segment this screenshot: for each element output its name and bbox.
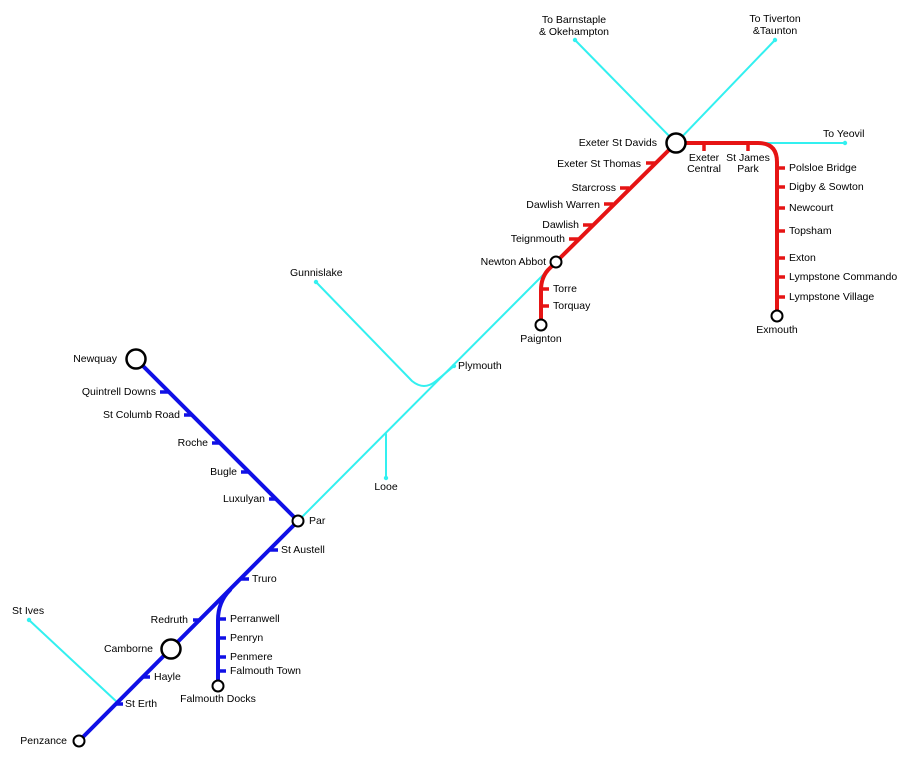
label-perranwell: Perranwell [230, 613, 280, 625]
label-penzance: Penzance [20, 735, 67, 747]
label-hayle: Hayle [154, 671, 181, 683]
endpoint-dot [572, 37, 578, 43]
connection-labels: To Barnstaple & Okehampton To Tiverton &… [12, 13, 864, 617]
line-exeter-to-tiverton[interactable] [675, 39, 776, 144]
devon-lines [539, 141, 785, 327]
label-falmouth-docks: Falmouth Docks [180, 693, 256, 705]
label-newquay: Newquay [73, 353, 118, 365]
label-st-columb-road: St Columb Road [103, 409, 180, 421]
label-roche: Roche [178, 437, 209, 449]
label-dawlish: Dawlish [542, 219, 579, 231]
label-quintrell-downs: Quintrell Downs [82, 386, 156, 398]
label-st-erth: St Erth [125, 698, 157, 710]
label-exton: Exton [789, 252, 816, 264]
endpoint-dot [772, 37, 778, 43]
label-teignmouth: Teignmouth [511, 233, 565, 245]
label-redruth: Redruth [151, 614, 189, 626]
label-paignton: Paignton [520, 333, 562, 345]
line-gunnislake-branch[interactable] [315, 281, 455, 387]
station-ring-penzance[interactable] [72, 734, 86, 748]
cornwall-station-labels: Newquay Quintrell Downs St Columb Road R… [20, 353, 326, 747]
station-ring-paignton[interactable] [534, 318, 548, 332]
label-gunnislake: Gunnislake [290, 267, 343, 279]
label-exmouth: Exmouth [756, 324, 798, 336]
station-ring-camborne[interactable] [160, 638, 182, 660]
label-topsham: Topsham [789, 225, 832, 237]
endpoint-dot [313, 279, 319, 285]
interchange-stations [72, 132, 784, 748]
cornwall-lines [77, 357, 300, 743]
label-st-james-park-line2: Park [737, 163, 759, 175]
label-polsloe-bridge: Polsloe Bridge [789, 162, 857, 174]
label-penmere: Penmere [230, 651, 273, 663]
label-lympstone-commando: Lympstone Commando [789, 271, 897, 283]
label-luxulyan: Luxulyan [223, 493, 265, 505]
label-to-barnstaple: To Barnstaple [542, 14, 606, 26]
endpoint-dot [451, 363, 457, 369]
label-st-ives: St Ives [12, 605, 44, 617]
label-exeter-st-davids: Exeter St Davids [579, 137, 657, 149]
label-st-austell: St Austell [281, 544, 325, 556]
label-newton-abbot: Newton Abbot [481, 256, 546, 268]
devon-station-labels: Exeter St Davids Exeter St Thomas Starcr… [481, 137, 898, 345]
label-newcourt: Newcourt [789, 202, 833, 214]
station-ring-exmouth[interactable] [770, 309, 784, 323]
station-ring-newton-abbot[interactable] [549, 255, 563, 269]
label-lympstone-village: Lympstone Village [789, 291, 874, 303]
label-exeter-central-line2: Central [687, 163, 721, 175]
label-to-tiverton-line2: &Taunton [753, 25, 798, 37]
station-ring-exeter-st-davids[interactable] [665, 132, 687, 154]
label-penryn: Penryn [230, 632, 263, 644]
label-par: Par [309, 515, 326, 527]
label-looe: Looe [374, 481, 398, 493]
label-exeter-central: Exeter [689, 152, 720, 164]
station-ring-falmouth-docks[interactable] [211, 679, 225, 693]
connection-endpoints [26, 37, 848, 623]
station-ring-par[interactable] [291, 514, 305, 528]
label-st-james-park: St James [726, 152, 770, 164]
line-exeter-to-newton-abbot[interactable] [554, 141, 678, 264]
endpoint-dot [383, 475, 389, 481]
label-starcross: Starcross [572, 182, 616, 194]
connecting-lines [28, 39, 846, 704]
line-newton-abbot-to-par[interactable] [297, 261, 557, 522]
line-exeter-to-barnstaple[interactable] [574, 39, 677, 144]
label-truro: Truro [252, 573, 277, 585]
label-to-yeovil: To Yeovil [823, 128, 864, 140]
label-camborne: Camborne [104, 643, 153, 655]
label-falmouth-town: Falmouth Town [230, 665, 301, 677]
line-exmouth-branch[interactable] [674, 141, 779, 318]
label-to-tiverton: To Tiverton [749, 13, 801, 25]
label-exeter-st-thomas: Exeter St Thomas [557, 158, 641, 170]
label-torre: Torre [553, 283, 577, 295]
label-bugle: Bugle [210, 466, 237, 478]
label-torquay: Torquay [553, 300, 591, 312]
endpoint-dot [842, 140, 848, 146]
label-to-barnstaple-line2: & Okehampton [539, 26, 609, 38]
line-st-ives-branch[interactable] [28, 619, 119, 704]
line-par-to-penzance[interactable] [77, 519, 300, 743]
label-plymouth: Plymouth [458, 360, 502, 372]
line-newquay-to-par[interactable] [134, 357, 300, 523]
label-dawlish-warren: Dawlish Warren [526, 199, 600, 211]
endpoint-dot [26, 617, 32, 623]
station-ring-newquay[interactable] [125, 348, 147, 370]
label-digby-sowton: Digby & Sowton [789, 181, 864, 193]
